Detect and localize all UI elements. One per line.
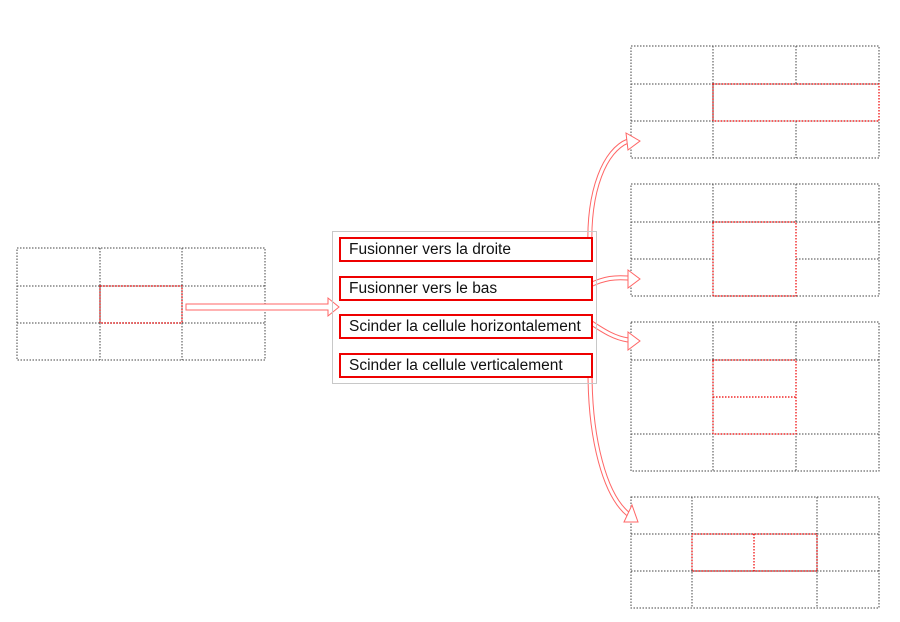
- split-vertical-cells: [691, 533, 818, 572]
- result-merge-down-grid: [630, 183, 880, 297]
- menu-item-merge-right[interactable]: Fusionner vers la droite: [339, 237, 593, 262]
- menu-item-label: Fusionner vers la droite: [349, 241, 511, 258]
- menu-item-label: Fusionner vers le bas: [349, 280, 498, 297]
- arrow-merge-down-icon: [588, 269, 641, 289]
- merged-right-cell: [712, 83, 880, 122]
- arrow-merge-right-icon: [587, 132, 641, 249]
- arrow-split-vertical-icon: [587, 371, 639, 523]
- split-horizontal-cells: [712, 359, 797, 435]
- arrow-split-horizontal-icon: [588, 319, 641, 351]
- menu-item-split-horizontal[interactable]: Scinder la cellule horizontalement: [339, 314, 593, 339]
- curved-arrows: [587, 132, 641, 523]
- menu-item-merge-down[interactable]: Fusionner vers le bas: [339, 276, 593, 301]
- result-merge-right-grid: [630, 45, 880, 159]
- selected-cell: [99, 285, 183, 324]
- arrow-to-menu-icon: [185, 296, 340, 318]
- menu-item-label: Scinder la cellule horizontalement: [349, 318, 581, 335]
- merged-down-cell: [712, 221, 797, 297]
- menu-item-split-vertical[interactable]: Scinder la cellule verticalement: [339, 353, 593, 378]
- result-split-vertical-grid: [630, 496, 880, 609]
- context-menu: Fusionner vers la droite Fusionner vers …: [332, 231, 597, 384]
- menu-item-label: Scinder la cellule verticalement: [349, 357, 563, 374]
